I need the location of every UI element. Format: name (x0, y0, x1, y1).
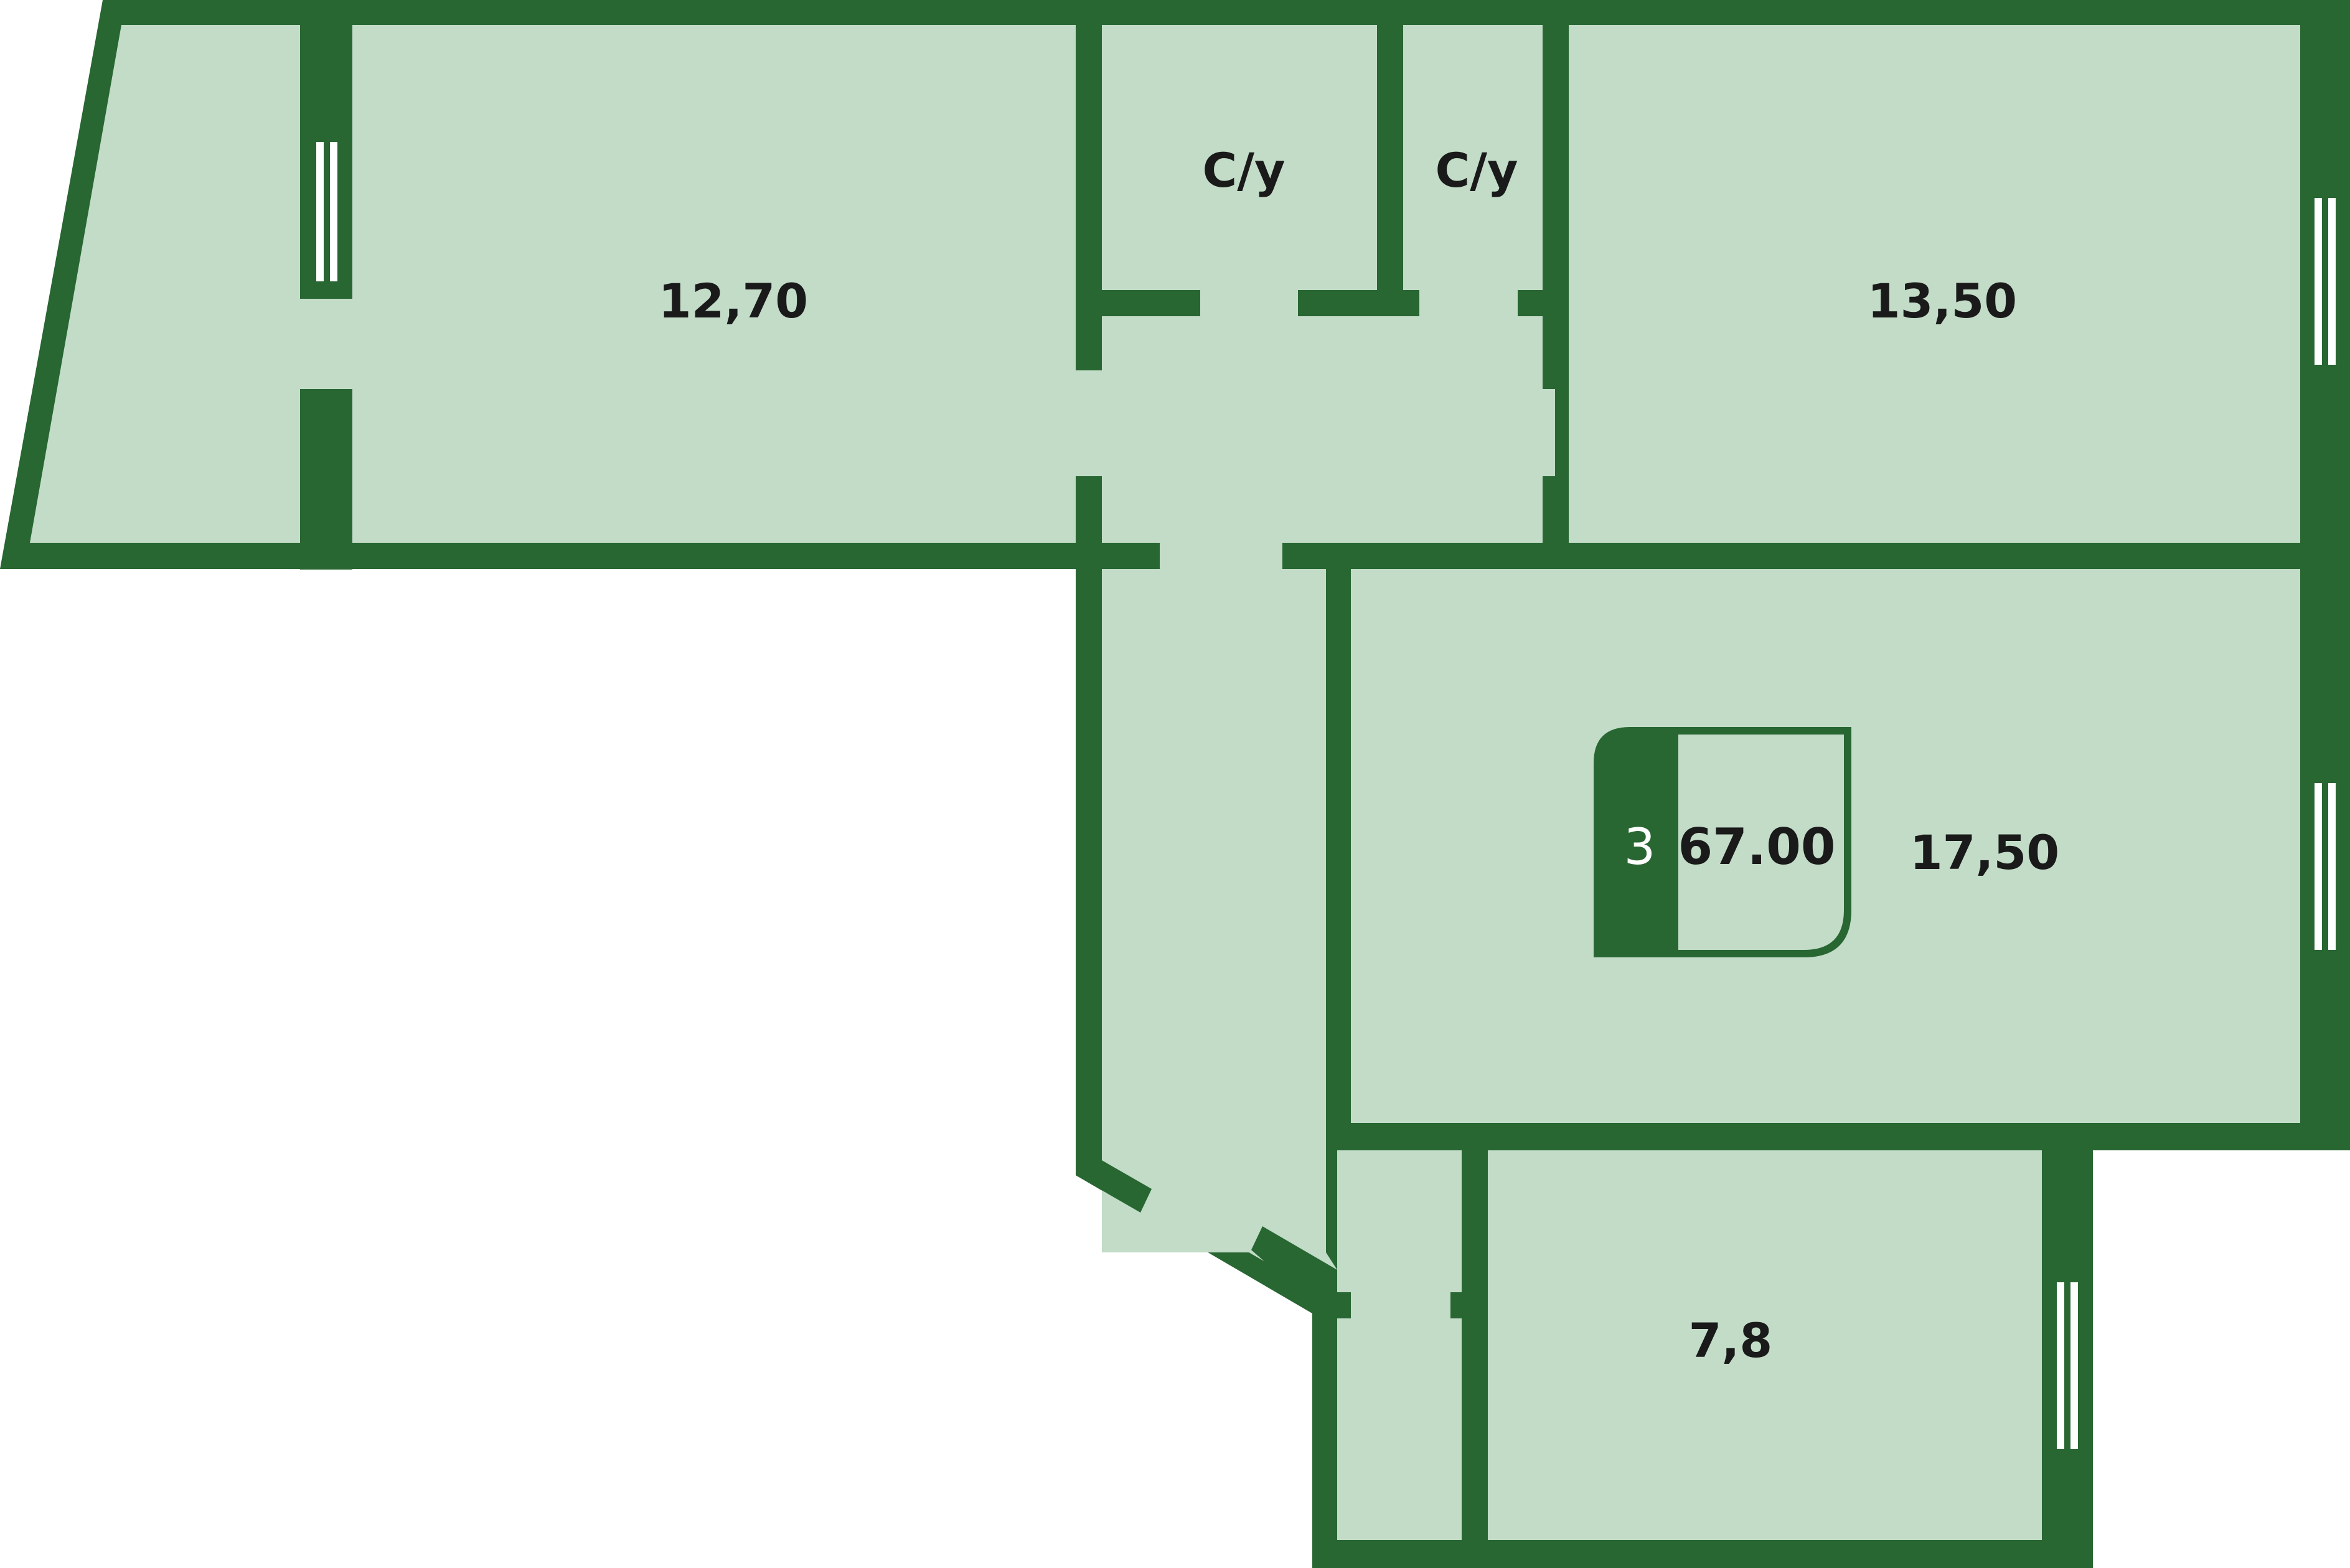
wall-bath1-bottom-right (1298, 290, 1419, 316)
wall-bath1-right (1377, 25, 1403, 294)
wall-kitchen-left-stub (1450, 1292, 1475, 1318)
floor-corridor-top (1076, 25, 1555, 543)
floor-corridor-lower (1102, 543, 1326, 1252)
wall-lower-hall-stub (1337, 1292, 1351, 1318)
room-labels: 12,70 С/у С/у 13,50 17,50 7,8 (659, 143, 2059, 1368)
apartment-badge: 3 67.00 (1594, 727, 1851, 957)
floor-kitchen (1488, 1150, 2042, 1540)
window-right-b (2328, 198, 2336, 365)
wall-left-pier-lower (300, 389, 352, 570)
entrance-wall (1076, 1160, 1337, 1303)
wall-middle-bottom-stub (1462, 1150, 1488, 1168)
window-kitchen-b (2070, 1282, 2078, 1449)
floor-room-right (1569, 25, 2300, 543)
window-middle-a (2315, 783, 2322, 950)
kitchen-area: 7,8 (1689, 1313, 1773, 1368)
bathroom-2-label: С/у (1435, 143, 1518, 198)
wall-middle-bottom (1326, 1123, 2350, 1150)
floor-room-left (30, 25, 1076, 543)
wall-corridor-bottom-right (1282, 543, 2350, 569)
wall-lower-hall-left (1312, 1303, 1337, 1568)
room-left-area: 12,70 (659, 273, 808, 329)
wall-bath1-bottom-left (1102, 290, 1200, 316)
room-right-area: 13,50 (1868, 273, 2017, 329)
badge-rooms-count: 3 (1624, 818, 1656, 876)
window-left-a (316, 142, 324, 281)
windows (316, 142, 2336, 1449)
badge-inner (1678, 735, 1844, 950)
window-left-b (330, 142, 337, 281)
window-right-a (2315, 198, 2322, 365)
badge-total-area: 67.00 (1678, 818, 1835, 876)
window-middle-b (2328, 783, 2336, 950)
wall-left-pier-upper (300, 25, 352, 299)
wall-left-corridor-upper (1076, 25, 1102, 370)
wall-middle-left-upper (1326, 569, 1351, 765)
interior-walls (300, 25, 2350, 1568)
bathroom-1-label: С/у (1202, 143, 1285, 198)
floor-areas (30, 25, 2300, 1540)
entrance-wall-lower (1251, 1226, 1337, 1303)
wall-bath2-bottom-stub (1518, 290, 1569, 316)
floor-lower-link (1337, 1150, 1462, 1303)
floor-lower-hall (1337, 1303, 1462, 1540)
window-kitchen-a (2057, 1282, 2064, 1449)
wall-middle-left-lower (1326, 862, 1351, 1150)
wall-right-room-lower (1543, 476, 1569, 569)
wall-corridor-bottom-left (1076, 543, 1160, 569)
wall-bath2-right-upper (1543, 25, 1569, 389)
room-middle-area: 17,50 (1910, 825, 2059, 880)
entrance-wall-upper (1076, 1160, 1152, 1213)
